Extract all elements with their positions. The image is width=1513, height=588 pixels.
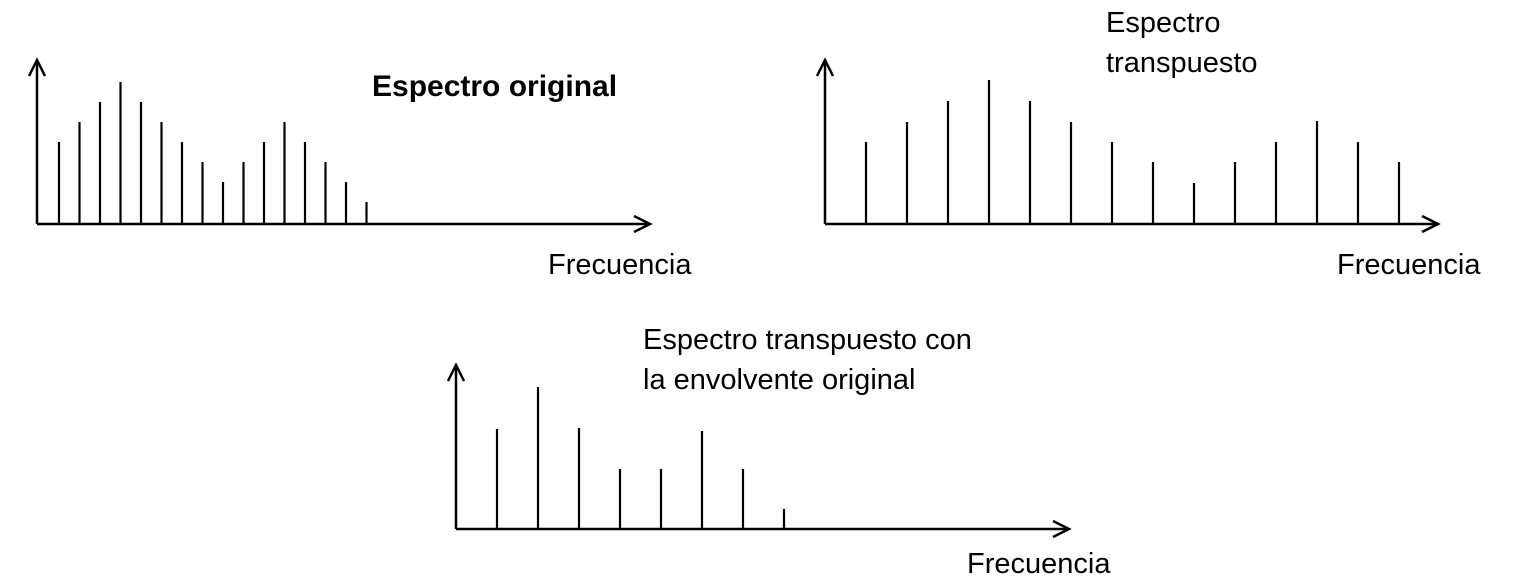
panel-title-line-2: la envolvente original bbox=[643, 364, 915, 396]
panel-title-line-1: Espectro transpuesto con bbox=[643, 324, 972, 356]
panel-transposed-with-original-envelope: Espectro transpuesto con la envolvente o… bbox=[446, 324, 1111, 580]
x-axis-arrowhead bbox=[1052, 519, 1072, 539]
x-axis-arrowhead bbox=[1421, 214, 1441, 234]
spectrum-bars bbox=[57, 82, 368, 224]
x-axis-label: Frecuencia bbox=[548, 249, 692, 281]
panel-original-spectrum: Espectro original Frecuencia bbox=[27, 57, 692, 281]
x-axis-label: Frecuencia bbox=[967, 548, 1111, 580]
panel-transposed-spectrum: Espectro transpuesto Frecuencia bbox=[815, 7, 1481, 281]
y-axis-arrowhead bbox=[815, 57, 835, 77]
spectrum-bars bbox=[495, 387, 786, 529]
panel-title-line-2: transpuesto bbox=[1106, 47, 1258, 79]
x-axis-arrowhead bbox=[633, 214, 653, 234]
panel-title-line-1: Espectro original bbox=[372, 70, 617, 103]
y-axis-arrowhead bbox=[27, 57, 47, 77]
spectrum-bars bbox=[864, 80, 1401, 224]
y-axis-arrowhead bbox=[446, 362, 466, 382]
x-axis-label: Frecuencia bbox=[1337, 249, 1481, 281]
panel-title-line-1: Espectro bbox=[1106, 7, 1220, 39]
